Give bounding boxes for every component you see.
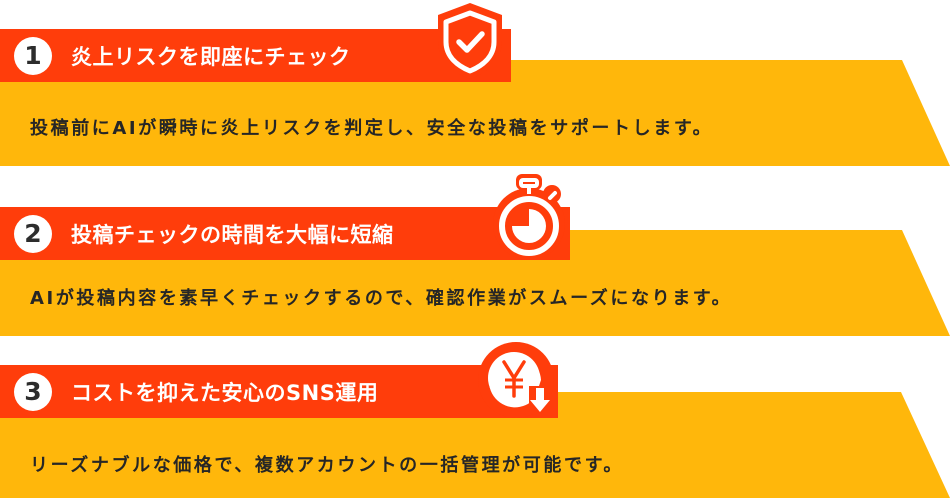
feature-2-description: AIが投稿内容を素早くチェックするので、確認作業がスムーズになります。	[30, 288, 733, 309]
feature-1-title-bar: 1 炎上リスクを即座にチェック	[0, 29, 511, 82]
feature-1-heading: 炎上リスクを即座にチェック	[71, 44, 351, 69]
feature-1: 1 炎上リスクを即座にチェック 投稿前にAIが瞬時に炎上リスクを判定し、安全な投…	[0, 0, 950, 170]
feature-1-description: 投稿前にAIが瞬時に炎上リスクを判定し、安全な投稿をサポートします。	[30, 118, 714, 139]
feature-3-description: リーズナブルな価格で、複数アカウントの一括管理が可能です。	[30, 455, 624, 476]
feature-2-title-bar: 2 投稿チェックの時間を大幅に短縮	[0, 207, 570, 260]
feature-2-number-badge: 2	[14, 214, 52, 253]
shield-check-icon	[438, 3, 502, 79]
feature-3: 3 コストを抑えた安心のSNS運用 リーズナブルな価格で、複数アカウントの一括管…	[0, 340, 950, 498]
feature-1-number-badge: 1	[14, 36, 52, 75]
yen-down-icon	[478, 342, 554, 418]
feature-2: 2 投稿チェックの時間を大幅に短縮 AIが投稿内容を素早くチェックするので、確認…	[0, 170, 950, 340]
feature-3-heading: コストを抑えた安心のSNS運用	[71, 380, 379, 405]
feature-3-number-badge: 3	[14, 372, 52, 411]
feature-3-title-bar: 3 コストを抑えた安心のSNS運用	[0, 365, 558, 418]
stopwatch-icon	[493, 174, 565, 260]
feature-2-heading: 投稿チェックの時間を大幅に短縮	[71, 222, 394, 247]
